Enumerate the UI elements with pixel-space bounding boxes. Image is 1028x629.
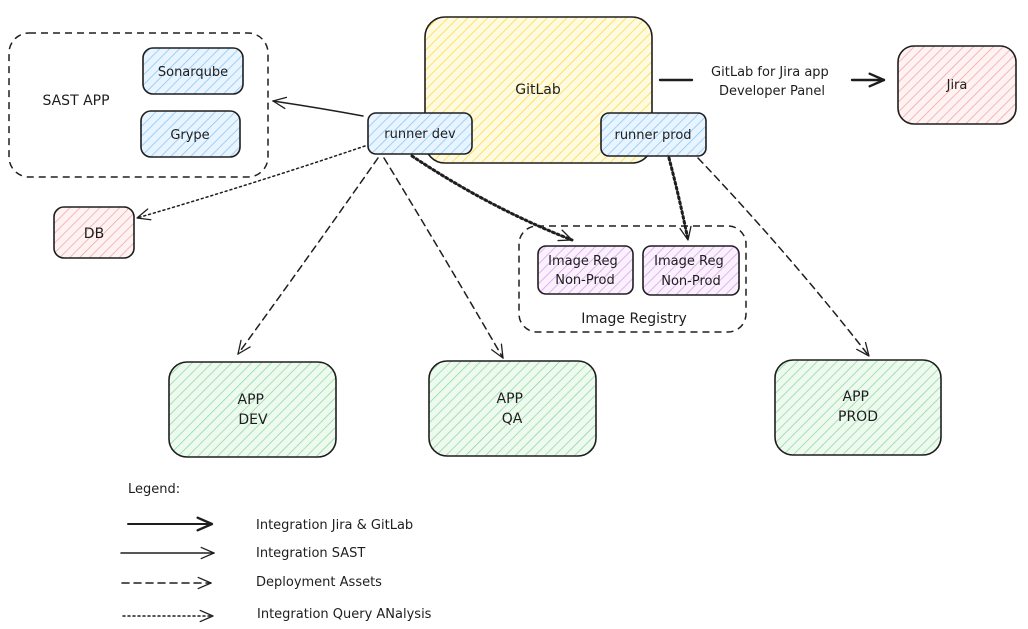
legend-label-jira-gitlab: Integration Jira & GitLab bbox=[256, 518, 413, 533]
runner-prod-node bbox=[600, 112, 707, 157]
image-reg-1-line-2: Non-Prod bbox=[555, 273, 614, 288]
gitlab-label: GitLab bbox=[515, 82, 561, 98]
jira-label: Jira bbox=[946, 78, 968, 93]
sonarqube-node bbox=[142, 47, 244, 95]
app-dev-line-2: DEV bbox=[238, 412, 268, 428]
sast-app-group bbox=[8, 32, 269, 178]
runner-prod-label: runner prod bbox=[614, 128, 691, 143]
grype-label: Grype bbox=[170, 128, 209, 143]
app-qa-node bbox=[428, 360, 597, 457]
image-reg-2-line-2: Non-Prod bbox=[661, 274, 720, 289]
image-registry-label: Image Registry bbox=[581, 311, 687, 327]
legend-label-sast: Integration SAST bbox=[256, 546, 365, 561]
image-reg-nonprod-2-node bbox=[642, 245, 740, 296]
legend-label-deployment: Deployment Assets bbox=[256, 575, 382, 590]
edge-runner-prod-to-app-prod bbox=[697, 157, 870, 357]
grype-node bbox=[140, 110, 241, 158]
edge-runner-dev-to-app-dev bbox=[237, 157, 379, 355]
app-dev-label: APP DEV bbox=[238, 392, 269, 428]
app-prod-line-2: PROD bbox=[838, 409, 878, 425]
runner-dev-label: runner dev bbox=[384, 127, 456, 142]
edge-runner-dev-to-sast bbox=[272, 96, 364, 117]
jira-link-line-2: Developer Panel bbox=[719, 84, 825, 99]
app-qa-line-2: QA bbox=[502, 411, 523, 427]
legend-label-query-analysis: Integration Query ANalysis bbox=[257, 607, 432, 622]
jira-link-line-1: GitLab for Jira app bbox=[711, 65, 829, 80]
app-prod-line-1: APP bbox=[843, 389, 869, 405]
image-registry-group bbox=[518, 225, 747, 333]
app-qa-line-1: APP bbox=[497, 391, 523, 407]
legend-title: Legend: bbox=[128, 482, 180, 497]
app-prod-node bbox=[774, 359, 942, 456]
app-prod-label: APP PROD bbox=[838, 389, 878, 425]
image-reg-1-line-1: Image Reg bbox=[548, 254, 618, 269]
edge-runner-dev-to-app-qa bbox=[383, 157, 504, 359]
edge-runner-dev-to-image-reg bbox=[410, 154, 574, 242]
db-label: DB bbox=[84, 226, 104, 242]
app-dev-line-1: APP bbox=[238, 392, 264, 408]
jira-node bbox=[897, 45, 1017, 125]
app-dev-node bbox=[168, 361, 337, 458]
db-node bbox=[53, 206, 135, 259]
sast-app-label: SAST APP bbox=[42, 93, 109, 109]
sonarqube-label: Sonarqube bbox=[158, 65, 228, 80]
image-reg-nonprod-1-label: Image Reg Non-Prod bbox=[548, 254, 622, 288]
edge-runner-dev-to-db bbox=[136, 145, 366, 221]
image-reg-nonprod-1-node bbox=[537, 245, 634, 295]
gitlab-node bbox=[424, 16, 653, 164]
image-reg-nonprod-2-label: Image Reg Non-Prod bbox=[654, 254, 728, 289]
app-qa-label: APP QA bbox=[497, 391, 528, 427]
image-reg-2-line-1: Image Reg bbox=[654, 254, 724, 269]
edge-jira-link-label: GitLab for Jira app Developer Panel bbox=[711, 65, 833, 99]
edge-runner-prod-to-image-reg bbox=[667, 156, 692, 242]
runner-dev-node bbox=[367, 112, 473, 155]
